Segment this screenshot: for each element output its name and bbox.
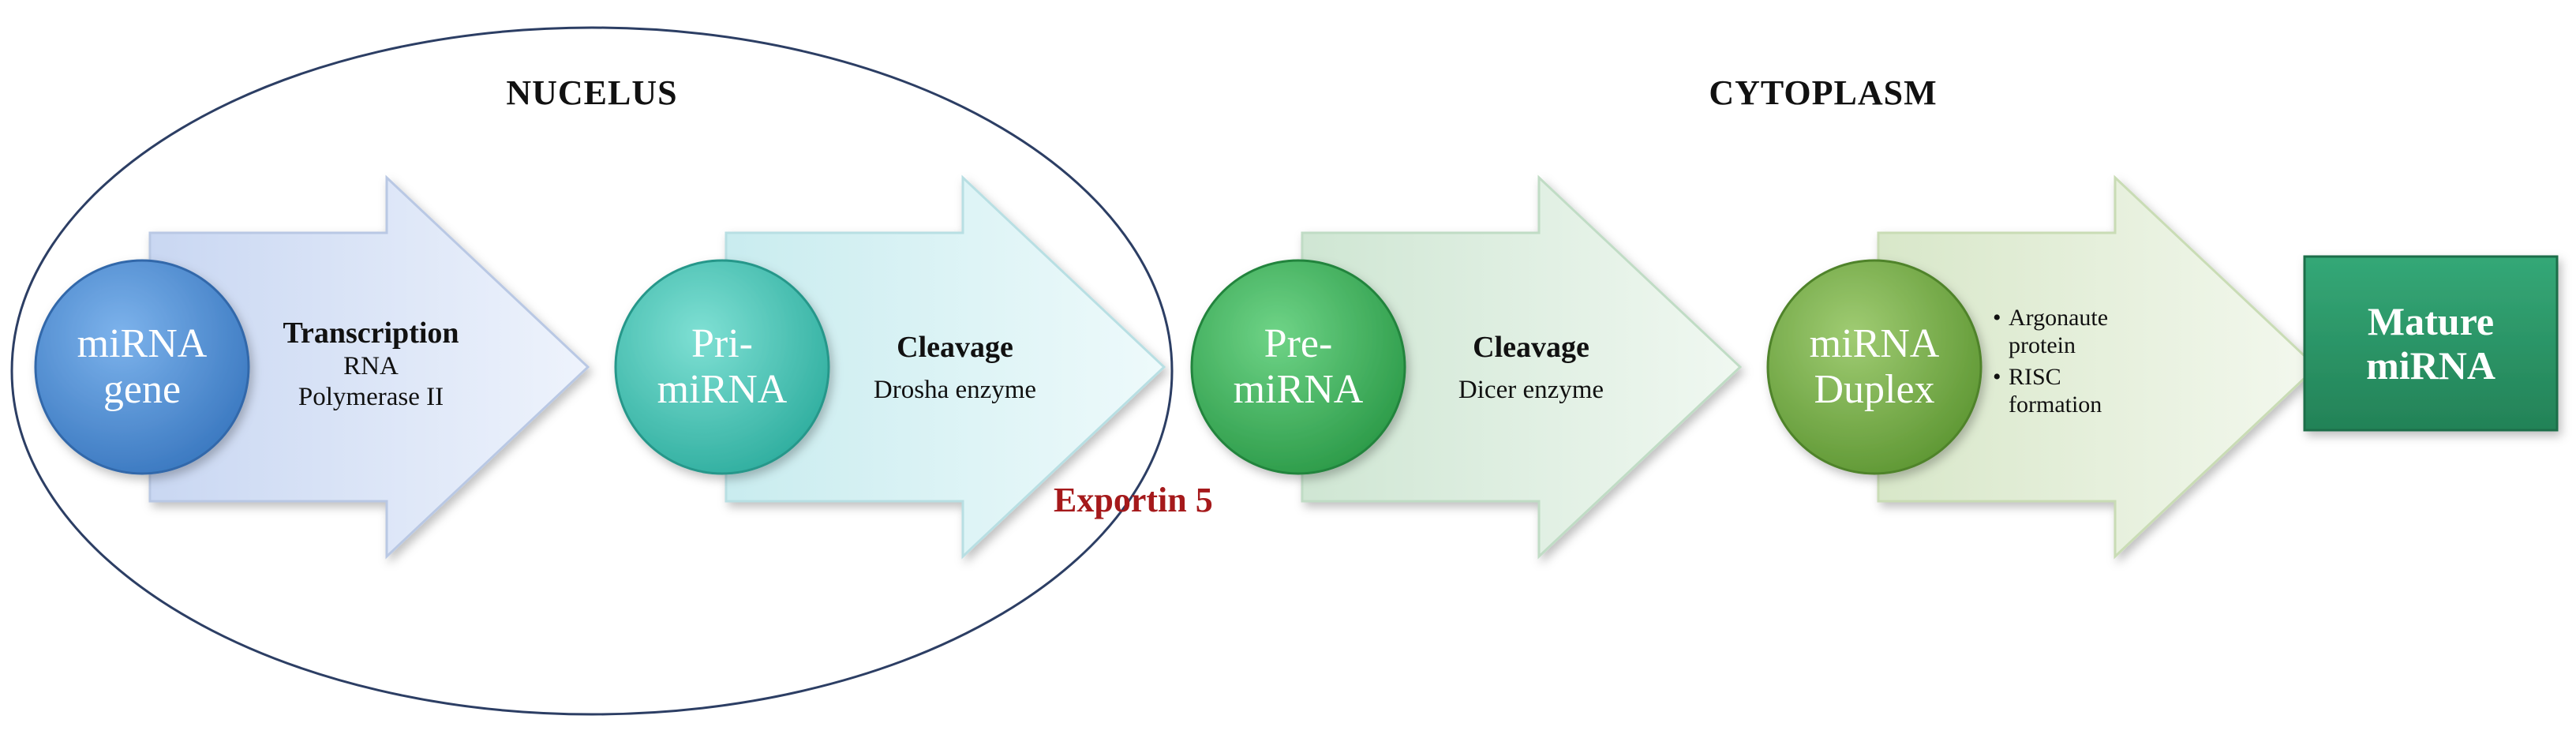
step-subtitle-line: Dicer enzyme — [1458, 375, 1604, 404]
stage-circles — [34, 259, 1983, 475]
mature-mirna-label: Mature miRNA — [2305, 257, 2557, 430]
step-subtitle: Drosha enzyme — [837, 375, 1073, 406]
arrow-drosha-cleavage — [724, 174, 1166, 560]
risc-bullet-list: Argonaute protein RISC formation — [1993, 304, 2139, 422]
step-arrows — [148, 174, 2319, 560]
circle-label-pre-mirna: Pre- miRNA — [1204, 272, 1393, 462]
step-title: Transcription — [283, 317, 459, 350]
circle-label-line: miRNA — [77, 320, 208, 366]
step-subtitle-line: RNA — [343, 351, 399, 380]
circle-label-mirna-duplex: miRNA Duplex — [1780, 272, 1969, 462]
circle-label-pri-mirna: Pri- miRNA — [627, 272, 817, 462]
mature-mirna-box — [2303, 255, 2559, 432]
arrow-transcription — [148, 174, 590, 560]
step-text-dicer: Cleavage Dicer enzyme — [1413, 330, 1649, 406]
circle-label-line: Pre- — [1264, 320, 1333, 366]
circle-label-line: miRNA — [1809, 320, 1940, 366]
mature-label-line: Mature — [2367, 299, 2495, 343]
exportin-label: Exportin 5 — [1054, 481, 1213, 519]
nucleus-label: NUCELUS — [506, 73, 678, 112]
step-title: Cleavage — [1473, 331, 1589, 364]
arrow-dicer-cleavage — [1301, 174, 1743, 560]
step-subtitle-line: Drosha enzyme — [873, 375, 1037, 404]
circle-label-line: Pri- — [691, 320, 753, 366]
step-text-drosha: Cleavage Drosha enzyme — [837, 330, 1073, 406]
circle-label-mirna-gene: miRNA gene — [47, 272, 237, 462]
step-subtitle: RNA Polymerase II — [253, 351, 489, 413]
step-title: Cleavage — [897, 331, 1013, 364]
step-text-transcription: Transcription RNA Polymerase II — [253, 316, 489, 413]
bullet-risc-formation: RISC formation — [1993, 363, 2139, 419]
circle-pre-mirna — [1190, 259, 1406, 475]
circle-label-line: gene — [103, 367, 182, 412]
circle-label-line: Duplex — [1814, 367, 1935, 412]
step-subtitle: Dicer enzyme — [1413, 375, 1649, 406]
circle-mirna-duplex — [1766, 259, 1983, 475]
cytoplasm-label: CYTOPLASM — [1709, 73, 1938, 112]
circle-mirna-gene — [34, 259, 250, 475]
mature-label-line: miRNA — [2366, 343, 2496, 388]
circle-pri-mirna — [614, 259, 830, 475]
step-subtitle-line: Polymerase II — [298, 382, 444, 411]
circle-label-line: miRNA — [657, 367, 788, 412]
bullet-argonaute: Argonaute protein — [1993, 304, 2139, 360]
nucleus-boundary — [10, 26, 1174, 716]
circle-label-line: miRNA — [1233, 367, 1364, 412]
